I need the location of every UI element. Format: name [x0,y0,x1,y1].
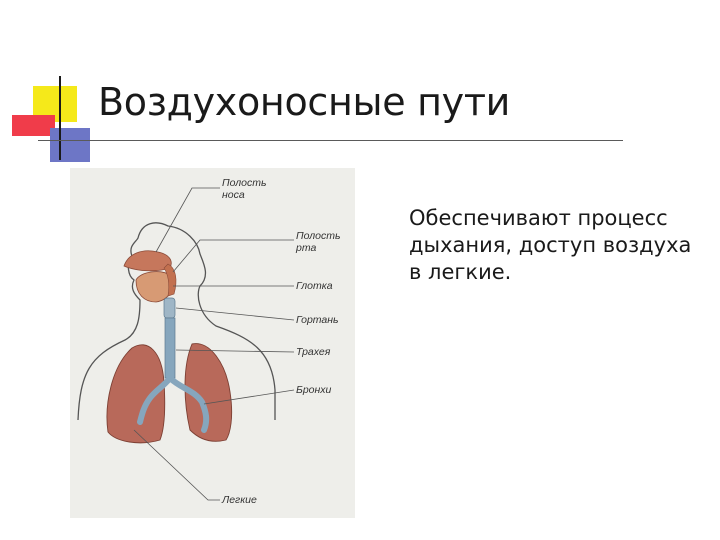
body-outline [77,222,276,421]
label-larynx: Гортань [296,314,339,326]
label-lungs: Легкие [221,494,257,506]
label-trachea: Трахея [296,346,331,358]
title-underline [38,140,623,141]
label-nasal-cavity-line1: Полость [222,177,267,189]
lung-left [184,343,233,442]
slide-body-text: Обеспечивают процесс дыхания, доступ воз… [409,206,692,284]
title-ornament-red [12,115,55,136]
label-pharynx: Глотка [296,280,333,292]
title-ornament-vertical-line [59,76,61,160]
trachea [164,317,176,379]
bronchi [137,375,210,433]
label-oral-cavity-line2: рта [295,242,316,254]
respiratory-system-diagram: Полость носа Полость рта Глотка Гортань … [70,168,355,518]
label-leader-lines [133,187,295,501]
label-oral-cavity-line1: Полость [296,230,341,242]
label-bronchi: Бронхи [296,384,332,396]
title-ornament-blue [50,128,90,162]
slide-title: Воздухоносные пути [98,80,511,124]
nasal-cavity [123,250,172,272]
lung-right [106,344,166,444]
label-nasal-cavity-line2: носа [222,189,245,201]
respiratory-illustration: Полость носа Полость рта Глотка Гортань … [77,177,341,506]
larynx [163,297,176,319]
